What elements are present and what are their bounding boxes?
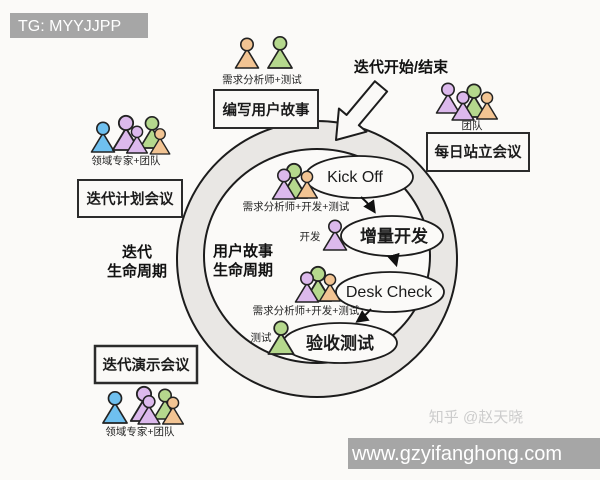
iteration-demo-box: 迭代演示会议: [93, 344, 199, 385]
kickoff-role-group: 需求分析师+开发+测试: [243, 162, 350, 213]
kick-off-label: Kick Off: [327, 169, 383, 186]
domain-expert-team-group-top: 领域专家+团队: [90, 114, 171, 167]
daily-standup-box-label: 每日站立会议: [435, 143, 522, 161]
site-banner-bg: [348, 438, 600, 469]
analyst-test-label: 需求分析师+测试: [222, 73, 302, 86]
acceptance-test-label: 验收测试: [306, 333, 374, 353]
domain-expert-team-label-top: 领域专家+团队: [91, 154, 161, 167]
iteration-demo-box-label: 迭代演示会议: [103, 356, 190, 374]
iteration-lifecycle-caption: 迭代 生命周期: [107, 243, 167, 280]
arrow-deskcheck-to-acceptance: [355, 308, 372, 323]
dev-role-group: 开发: [300, 219, 348, 251]
daily-standup-box-bg: [426, 132, 530, 172]
tg-banner-text: TG: MYYJJPP: [18, 18, 121, 35]
iteration-lifecycle-line2: 生命周期: [107, 262, 167, 280]
iteration-demo-box-bg: [93, 344, 199, 385]
iteration-start-end-label: 迭代开始/结束: [354, 58, 449, 76]
tg-watermark-banner: TG: MYYJJPP: [10, 13, 148, 38]
iteration-planning-box: 迭代计划会议: [77, 179, 183, 218]
domain-expert-team-label-bottom: 领域专家+团队: [105, 425, 175, 438]
test-label: 测试: [251, 331, 272, 344]
domain-expert-team-group-bottom: 领域专家+团队: [102, 385, 185, 438]
iteration-planning-box-label: 迭代计划会议: [87, 190, 174, 208]
analyst-test-group: 需求分析师+测试: [222, 35, 302, 86]
deskcheck-roles-label: 需求分析师+开发+测试: [253, 304, 360, 317]
deskcheck-role-group: 需求分析师+开发+测试: [253, 265, 360, 317]
story-lifecycle-line2: 生命周期: [213, 261, 273, 279]
story-lifecycle-line1: 用户故事: [213, 242, 273, 260]
team-label: 团队: [462, 119, 483, 132]
test-role-group: 测试: [251, 320, 295, 355]
desk-check-ellipse: [335, 271, 445, 313]
zhihu-watermark: 知乎 @赵天晓: [429, 409, 523, 426]
dev-label: 开发: [300, 230, 321, 243]
write-story-box-label: 编写用户故事: [223, 101, 310, 119]
desk-check-label: Desk Check: [346, 284, 433, 301]
iteration-lifecycle-line1: 迭代: [122, 243, 152, 261]
incremental-dev-label: 增量开发: [360, 226, 429, 246]
iteration-start-arrow-icon: [335, 80, 389, 141]
tg-banner-bg: [10, 13, 148, 38]
team-group: 团队: [435, 82, 499, 132]
arrow-dev-to-deskcheck: [387, 252, 400, 268]
site-watermark-banner: www.gzyifanghong.com: [348, 438, 600, 469]
kickoff-roles-label: 需求分析师+开发+测试: [243, 200, 350, 213]
story-lifecycle-caption: 用户故事 生命周期: [213, 242, 273, 279]
write-story-box: 编写用户故事: [213, 89, 319, 129]
iteration-planning-box-bg: [77, 179, 183, 218]
arrow-kickoff-to-dev: [360, 196, 376, 214]
site-banner-text: www.gzyifanghong.com: [351, 443, 562, 465]
daily-standup-box: 每日站立会议: [426, 132, 530, 172]
write-story-box-bg: [213, 89, 319, 129]
